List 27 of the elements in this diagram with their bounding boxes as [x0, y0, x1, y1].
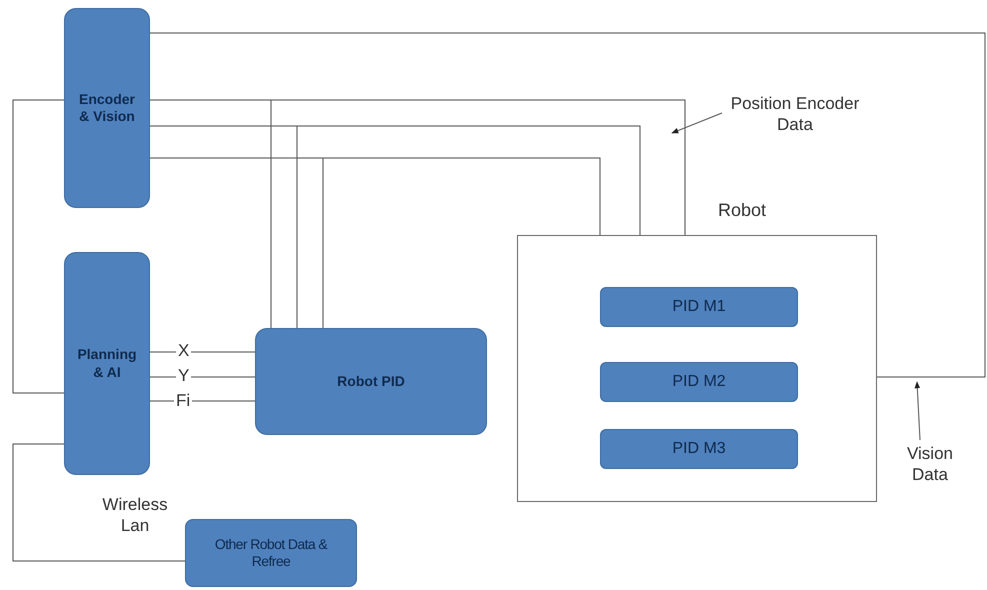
process-box: [185, 519, 357, 587]
box-label: Planning & AI: [76, 346, 138, 381]
annotation-text: Position Encoder Data: [730, 92, 860, 136]
process-box: [255, 328, 487, 435]
process-box: [64, 252, 150, 475]
box-label: Robot PID: [337, 372, 405, 390]
connector-line: [12, 100, 64, 394]
box-label: PID M2: [672, 372, 726, 392]
box-label: Encoder & Vision: [78, 90, 136, 126]
leader-arrow: [671, 112, 722, 134]
process-box: [600, 362, 798, 402]
edge-label: Fi: [174, 393, 192, 408]
box-label: PID M3: [672, 439, 726, 459]
connector-line: [150, 376, 256, 378]
edge-label: X: [176, 343, 192, 358]
process-box: [64, 8, 150, 208]
annotation-text: Vision Data: [906, 442, 954, 486]
leader-arrow: [914, 381, 920, 440]
frame-heading: Robot: [718, 200, 766, 221]
box-label: Other Robot Data & Refree: [214, 536, 328, 570]
process-box: [600, 429, 798, 469]
connector-line: [12, 444, 186, 562]
edge-label: Y: [176, 368, 192, 383]
process-box: [600, 287, 798, 327]
text-label: Wireless Lan: [101, 494, 169, 536]
box-label: PID M1: [672, 297, 726, 317]
connector-line: [150, 32, 986, 378]
